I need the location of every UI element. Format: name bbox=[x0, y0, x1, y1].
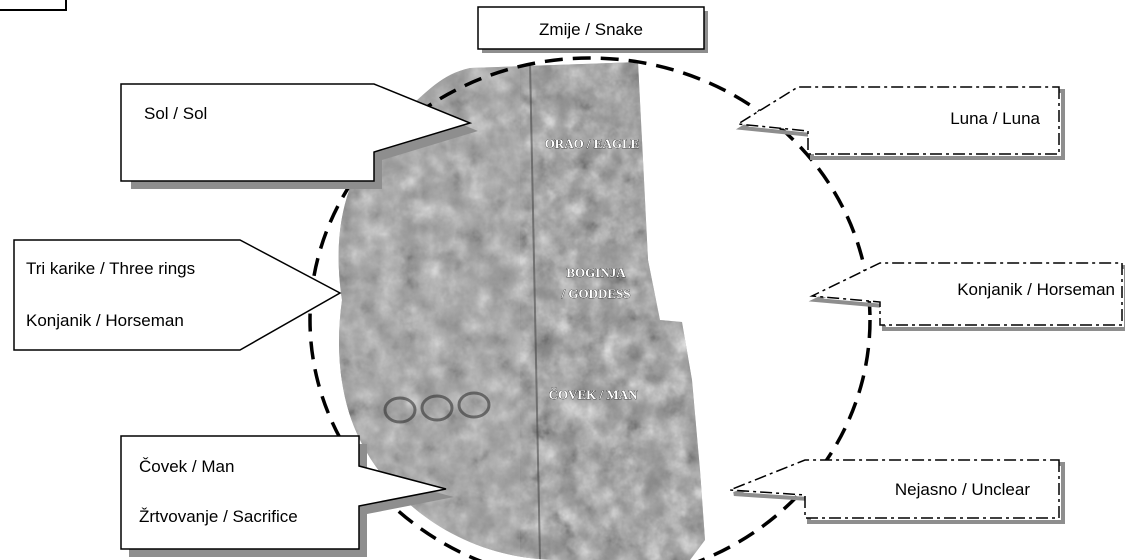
goddess-plate-label-line1: BOGINJA bbox=[566, 265, 626, 280]
snake-callout: Zmije / Snake bbox=[478, 7, 708, 53]
unclear-callout-label: Nejasno / Unclear bbox=[895, 480, 1030, 499]
unclear-callout: Nejasno / Unclear bbox=[730, 460, 1063, 522]
goddess-plate-label-line2: / GODDESS bbox=[561, 286, 631, 301]
three-rings-callout: Tri karike / Three rings Konjanik / Hors… bbox=[14, 240, 340, 350]
right-horseman-callout: Konjanik / Horseman bbox=[812, 263, 1125, 329]
sol-callout-label: Sol / Sol bbox=[144, 104, 207, 123]
corner-box-fragment bbox=[0, 0, 66, 10]
luna-callout: Luna / Luna bbox=[738, 87, 1063, 158]
eagle-plate-label: ORAO / EAGLE bbox=[545, 136, 640, 151]
snake-callout-label: Zmije / Snake bbox=[539, 20, 643, 39]
luna-callout-label: Luna / Luna bbox=[950, 109, 1040, 128]
sacrifice-label: Žrtvovanje / Sacrifice bbox=[139, 507, 298, 526]
man-label: Čovek / Man bbox=[139, 457, 234, 476]
left-horseman-label: Konjanik / Horseman bbox=[26, 311, 184, 330]
three-rings-label: Tri karike / Three rings bbox=[26, 259, 195, 278]
right-horseman-label: Konjanik / Horseman bbox=[957, 280, 1115, 299]
man-plate-label: ČOVEK / MAN bbox=[549, 387, 638, 402]
